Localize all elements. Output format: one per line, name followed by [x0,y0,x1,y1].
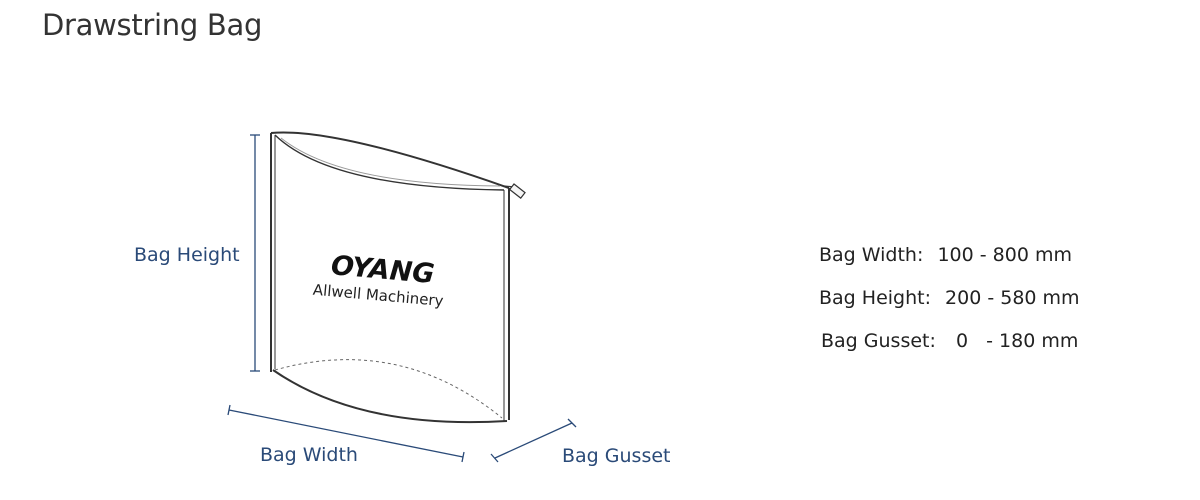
gusset-label: Bag Gusset [562,445,671,467]
spec-height: Bag Height: 200 - 580 mm [819,287,1080,309]
spec-height-label: Bag Height: [819,287,931,309]
spec-width-value: 100 - 800 mm [937,244,1072,266]
brand-logo: OYANG Allwell Machinery [312,250,444,310]
height-label: Bag Height [134,244,240,266]
drawstring-toggle-icon [503,183,526,199]
width-label: Bag Width [260,444,358,466]
gusset-dimension-line [490,418,577,463]
bag-outline [270,131,510,424]
spec-width: Bag Width: 100 - 800 mm [819,244,1072,266]
spec-width-label: Bag Width: [819,244,924,266]
spec-gusset-value: 0 - 180 mm [955,330,1079,352]
spec-gusset: Bag Gusset: 0 - 180 mm [821,330,1078,352]
height-dimension-line [250,134,260,372]
page-title: Drawstring Bag [42,8,263,42]
width-dimension-line [227,404,465,463]
spec-gusset-label: Bag Gusset: [821,330,936,352]
spec-height-value: 200 - 580 mm [945,287,1080,309]
